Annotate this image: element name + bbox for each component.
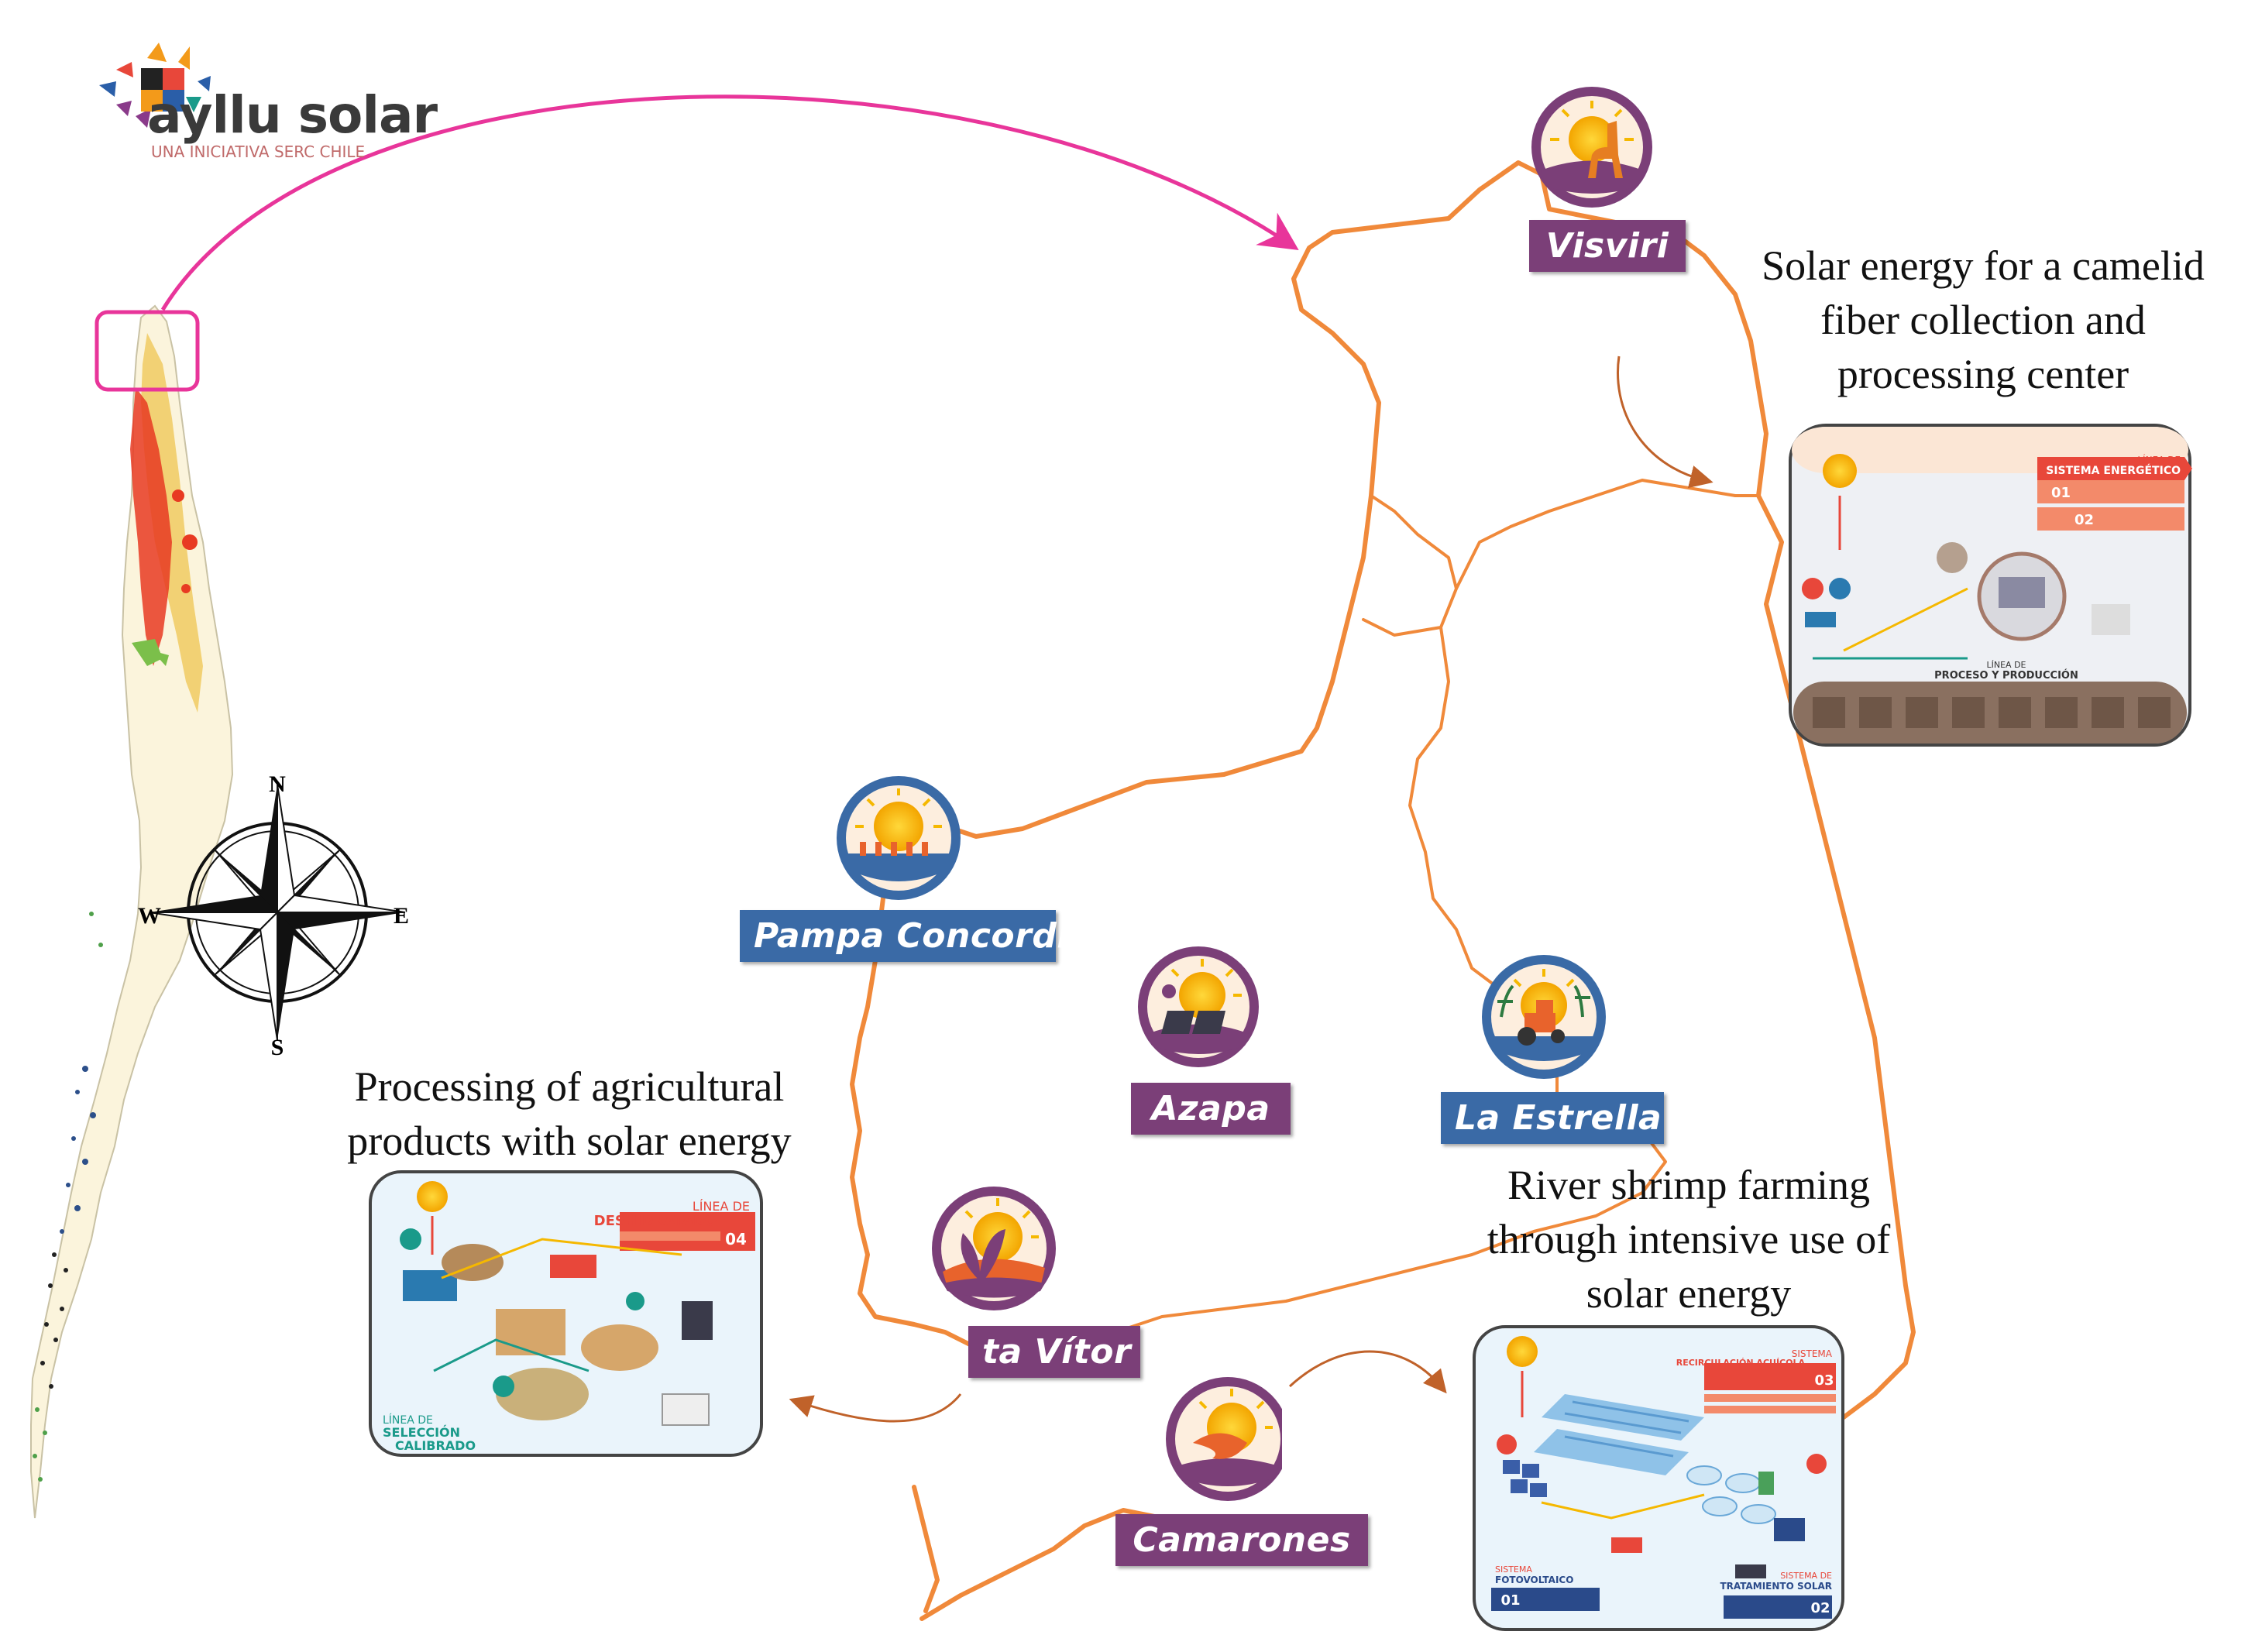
location-label-azapa: Azapa xyxy=(1131,1083,1291,1135)
sun-panels-icon xyxy=(1138,946,1259,1067)
caption-agri-line1: Processing of agricultural xyxy=(354,1063,785,1110)
camelid-top-title2: SISTEMA ENERGÉTICO xyxy=(2046,464,2181,477)
sun-llama-icon xyxy=(1531,87,1652,208)
chile-country-map xyxy=(30,304,234,1519)
shrimp-step3: 03 xyxy=(1814,1372,1834,1389)
agri-bottom-title: LÍNEA DE xyxy=(383,1413,433,1427)
shrimp-right-title: SISTEMA DE xyxy=(1780,1571,1832,1581)
location-label-vitor: ta Vítor xyxy=(968,1326,1140,1378)
camelid-bottom-title: LÍNEA DE xyxy=(1987,660,2026,670)
shrimp-right-title2: TRATAMIENTO SOLAR xyxy=(1720,1581,1832,1592)
caption-shrimp-line3: solar energy xyxy=(1586,1270,1792,1317)
sun-shrimp-icon xyxy=(1166,1377,1290,1501)
caption-agri-line2: products with solar energy xyxy=(347,1118,792,1164)
location-label-visviri: Visviri xyxy=(1529,220,1686,272)
agri-bottom-title2: SELECCIÓN xyxy=(383,1425,460,1440)
ayllu-solar-logo xyxy=(99,43,211,128)
zoom-arrow xyxy=(160,94,1299,311)
arrow-vitor-to-infographic xyxy=(789,1393,962,1423)
compass-north-label: N xyxy=(269,771,286,797)
caption-shrimp-line1: River shrimp farming xyxy=(1507,1162,1870,1208)
agri-bottom-title3: CALIBRADO xyxy=(395,1438,476,1453)
sun-tractor-icon xyxy=(1482,955,1606,1079)
brand-tagline: UNA INICIATIVA SERC CHILE xyxy=(151,143,366,161)
brand-name: ayllu solar xyxy=(147,85,438,145)
caption-camelid-line1: Solar energy for a camelid xyxy=(1762,242,2205,289)
shrimp-step1: 01 xyxy=(1500,1592,1520,1609)
agri-top-title2: DESHIDRATADO xyxy=(594,1213,717,1229)
camelid-infographic: LÍNEA DE SISTEMA ENERGÉTICO 01 02 LÍNEA … xyxy=(1789,424,2192,747)
compass-west-label: W xyxy=(138,903,161,929)
caption-camelid-line2: fiber collection and xyxy=(1820,297,2146,343)
location-label-la-estrella: La Estrella xyxy=(1441,1092,1664,1144)
compass-south-label: S xyxy=(271,1035,284,1060)
caption-camelid: Solar energy for a camelid fiber collect… xyxy=(1727,239,2239,401)
sun-field-icon xyxy=(837,776,961,900)
location-label-pampa-concordia: Pampa Concordia xyxy=(740,910,1092,962)
camelid-top-title: LÍNEA DE xyxy=(2137,454,2181,465)
shrimp-top-title: SISTEMA xyxy=(1792,1348,1833,1359)
mask-box xyxy=(1282,1400,1437,1470)
arrow-camarones-to-infographic xyxy=(1288,1350,1447,1394)
arrow-visviri-to-infographic xyxy=(1617,355,1713,489)
compass-rose xyxy=(149,784,406,1041)
arica-highlight-box xyxy=(95,310,200,392)
caption-agri: Processing of agricultural products with… xyxy=(314,1060,825,1168)
location-label-camarones: Camarones xyxy=(1115,1514,1368,1566)
shrimp-infographic: SISTEMA RECIRCULACIÓN ACUÍCOLA 03 SISTEM… xyxy=(1473,1325,1844,1631)
camelid-step2: 02 xyxy=(2074,512,2094,528)
shrimp-left-title2: FOTOVOLTAICO xyxy=(1495,1575,1573,1585)
sun-plant-icon xyxy=(932,1187,1056,1310)
agri-top-title: LÍNEA DE xyxy=(693,1199,750,1214)
caption-shrimp: River shrimp farming through intensive u… xyxy=(1433,1158,1944,1321)
shrimp-step2: 02 xyxy=(1810,1600,1830,1616)
caption-shrimp-line2: through intensive use of xyxy=(1487,1216,1891,1262)
agri-step: 04 xyxy=(725,1230,747,1248)
camelid-bottom-title2: PROCESO Y PRODUCCIÓN xyxy=(1934,669,2078,682)
agri-infographic: LÍNEA DE DESHIDRATADO 04 LÍNEA DE SELECC… xyxy=(369,1170,763,1457)
compass-east-label: E xyxy=(394,903,409,929)
camelid-step1: 01 xyxy=(2051,485,2071,501)
caption-camelid-line3: processing center xyxy=(1837,351,2129,397)
shrimp-left-title: SISTEMA xyxy=(1495,1564,1532,1575)
shrimp-top-title2: RECIRCULACIÓN ACUÍCOLA xyxy=(1676,1358,1806,1368)
